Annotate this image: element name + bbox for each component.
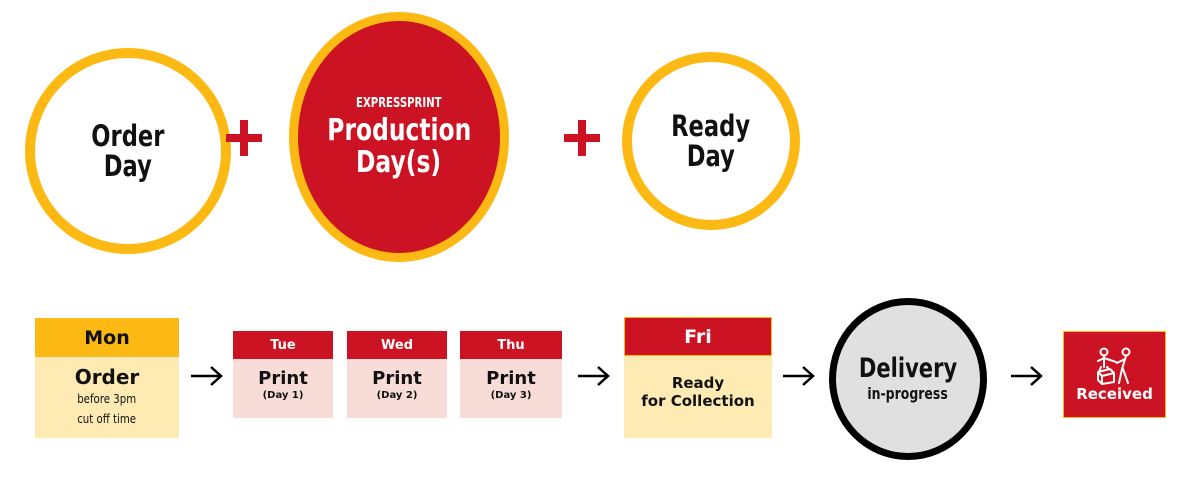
ready-line2: for Collection	[641, 392, 755, 410]
ready-day-circle: Ready Day	[622, 52, 800, 230]
right-arrow-icon	[577, 365, 611, 387]
delivery-status: in-progress	[867, 384, 949, 403]
received-box: Received	[1063, 331, 1166, 418]
tuesday-label: Tue	[270, 337, 296, 353]
plus-icon	[564, 120, 600, 156]
order-title: Order	[74, 365, 140, 389]
received-label: Received	[1076, 384, 1153, 403]
wednesday-print-box: Wed Print (Day 2)	[347, 331, 447, 418]
wednesday-header: Wed	[347, 331, 447, 359]
order-cutoff-line1: before 3pm	[77, 392, 137, 406]
print-day-number: (Day 3)	[490, 390, 532, 401]
tuesday-header: Tue	[233, 331, 333, 359]
plus-icon	[226, 120, 262, 156]
friday-header: Fri	[624, 317, 772, 356]
right-arrow-icon	[190, 365, 224, 387]
delivery-title: Delivery	[858, 353, 958, 384]
order-day-line1: Order	[91, 119, 165, 153]
print-title: Print	[372, 368, 422, 389]
monday-header: Mon	[35, 318, 179, 357]
thursday-header: Thu	[460, 331, 562, 359]
ready-day-line2: Day	[686, 139, 736, 173]
monday-label: Mon	[84, 326, 130, 349]
order-cutoff-line2: cut off time	[77, 412, 137, 426]
right-arrow-icon	[1010, 365, 1044, 387]
thursday-print-box: Thu Print (Day 3)	[460, 331, 562, 418]
delivery-in-progress-circle: Delivery in-progress	[829, 298, 987, 460]
right-arrow-icon	[782, 365, 816, 387]
wednesday-label: Wed	[381, 337, 413, 353]
expressprint-brand: EXPRESSPRINT	[356, 95, 442, 111]
friday-ready-box: Fri Ready for Collection	[624, 317, 772, 438]
ready-day-line1: Ready	[671, 109, 751, 143]
tuesday-print-box: Tue Print (Day 1)	[233, 331, 333, 418]
thursday-label: Thu	[497, 337, 525, 353]
print-title: Print	[258, 368, 308, 389]
print-title: Print	[486, 368, 536, 389]
monday-order-box: Mon Order before 3pm cut off time	[35, 318, 179, 438]
ready-line1: Ready	[671, 374, 725, 392]
friday-label: Fri	[684, 325, 712, 348]
print-day-number: (Day 1)	[262, 390, 304, 401]
production-days-circle: EXPRESSPRINT Production Day(s)	[289, 12, 509, 262]
production-line2: Day(s)	[356, 144, 442, 180]
print-day-number: (Day 2)	[376, 390, 418, 401]
production-line1: Production	[326, 112, 471, 148]
order-day-line2: Day	[103, 149, 153, 183]
order-day-circle: Order Day	[25, 48, 231, 254]
handover-package-icon	[1092, 347, 1138, 385]
